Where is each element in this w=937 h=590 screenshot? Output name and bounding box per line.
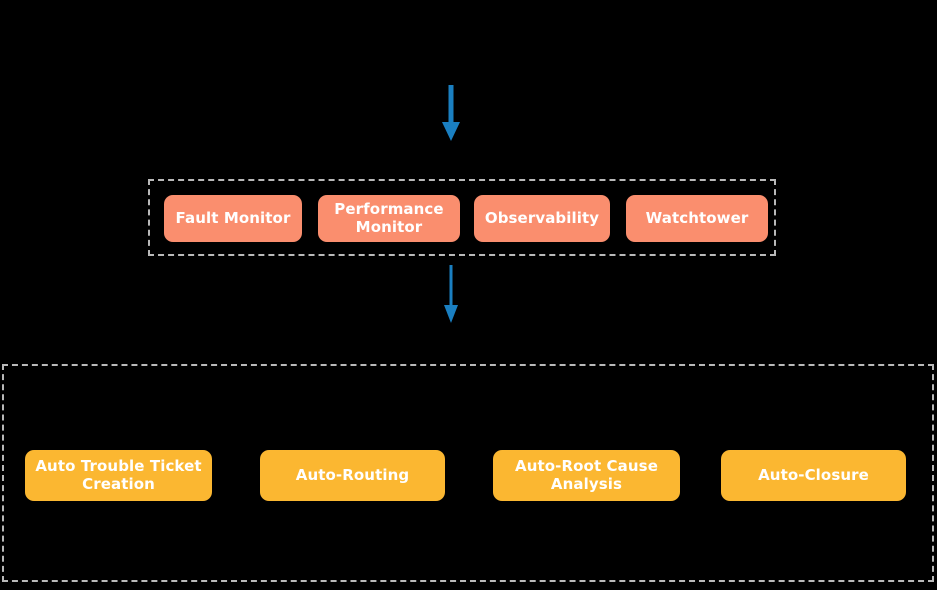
node-observability[interactable]: Observability: [474, 195, 610, 242]
node-auto-routing-label: Auto-Routing: [295, 465, 410, 484]
node-auto-closure[interactable]: Auto-Closure: [721, 450, 906, 501]
node-auto-trouble-ticket-creation-label: Auto Trouble Ticket Creation: [35, 456, 202, 493]
node-auto-root-cause-analysis[interactable]: Auto-Root Cause Analysis: [493, 450, 680, 501]
node-performance-monitor[interactable]: Performance Monitor: [318, 195, 460, 242]
node-auto-root-cause-analysis-label: Auto-Root Cause Analysis: [515, 456, 658, 493]
arrow-monitoring-to-automation-icon: [442, 264, 460, 324]
node-performance-monitor-label: Performance Monitor: [334, 199, 444, 236]
node-observability-label: Observability: [484, 208, 600, 227]
node-watchtower-label: Watchtower: [645, 208, 749, 227]
monitoring-group-container: [148, 179, 776, 256]
arrow-into-monitoring-icon: [440, 84, 462, 142]
node-auto-trouble-ticket-creation[interactable]: Auto Trouble Ticket Creation: [25, 450, 212, 501]
node-fault-monitor[interactable]: Fault Monitor: [164, 195, 302, 242]
node-fault-monitor-label: Fault Monitor: [175, 208, 291, 227]
node-auto-routing[interactable]: Auto-Routing: [260, 450, 445, 501]
node-watchtower[interactable]: Watchtower: [626, 195, 768, 242]
automation-group-container: [2, 364, 934, 582]
node-auto-closure-label: Auto-Closure: [758, 465, 869, 484]
